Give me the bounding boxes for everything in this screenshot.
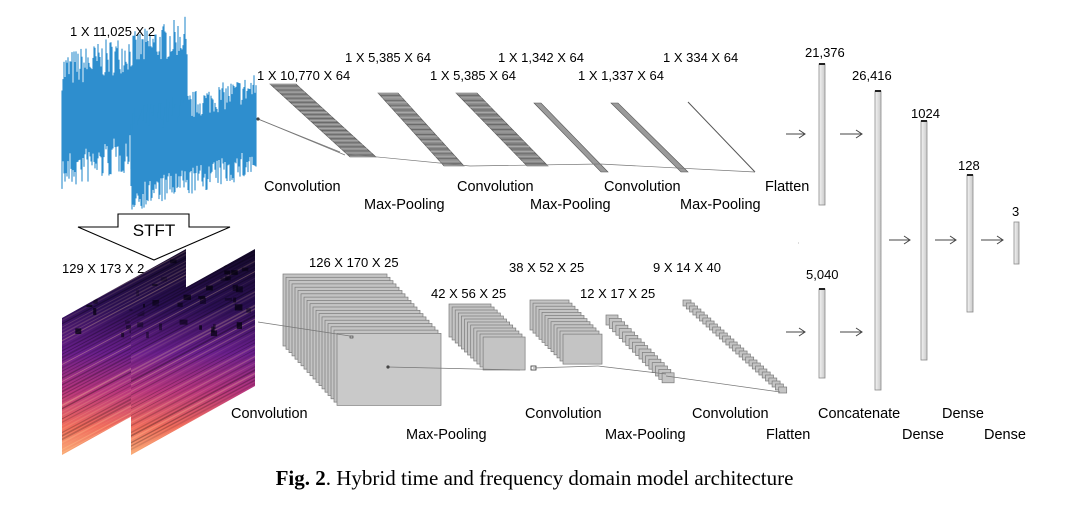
freq-dim-conv3: 9 X 14 X 40	[653, 260, 721, 275]
time-input-shape-label: 1 X 11,025 X 2	[70, 24, 155, 39]
time-op-convolution-3: Convolution	[604, 179, 681, 195]
spectrogram-input	[62, 249, 255, 455]
arrow-icon	[981, 235, 1004, 245]
arrow-icon	[786, 129, 806, 139]
arrow-icon	[840, 327, 863, 337]
arrow-icon	[889, 235, 911, 245]
time-op-max-pooling-2: Max-Pooling	[530, 197, 611, 213]
time-op-convolution-1: Convolution	[264, 179, 341, 195]
time-op-max-pooling-3: Max-Pooling	[680, 197, 761, 213]
freq-op-max-pooling-2: Max-Pooling	[605, 427, 686, 443]
freq-conv2-feature-stack	[529, 299, 603, 371]
freq-op-max-pooling-1: Max-Pooling	[406, 427, 487, 443]
head-op-dense-3: Dense	[984, 427, 1026, 443]
time-pool3-feature-map	[687, 101, 756, 173]
time-conv1-feature-map	[269, 83, 377, 158]
time-op-max-pooling-1: Max-Pooling	[364, 197, 445, 213]
time-op-flatten: Flatten	[765, 179, 809, 195]
waveform-panel-1	[61, 16, 188, 189]
dense3-vector	[1013, 221, 1020, 265]
dense2-size: 128	[958, 158, 980, 173]
time-receptive-field-marker	[256, 117, 260, 121]
time-pool2-feature-map	[533, 102, 609, 173]
freq-receptive-field-marker	[386, 365, 390, 369]
head-op-dense-1: Dense	[902, 427, 944, 443]
dense1-vector	[920, 120, 928, 361]
flow-arrows	[786, 129, 1004, 337]
freq-op-convolution-2: Convolution	[525, 406, 602, 422]
time-dim-pool3: 1 X 334 X 64	[663, 50, 738, 65]
dense1-size: 1024	[911, 106, 940, 121]
arrow-icon	[786, 327, 806, 337]
time-dim-pool2: 1 X 1,342 X 64	[498, 50, 584, 65]
freq-op-flatten: Flatten	[766, 427, 810, 443]
dense3-size: 3	[1012, 204, 1019, 219]
freq-dim-pool1: 42 X 56 X 25	[431, 286, 506, 301]
head-op-concatenate: Concatenate	[818, 406, 900, 422]
time-flatten-vector	[818, 63, 826, 206]
stft-label: STFT	[133, 221, 176, 240]
time-dim-conv2: 1 X 5,385 X 64	[430, 68, 516, 83]
freq-flatten-size: 5,040	[806, 267, 839, 282]
time-waveform-input	[61, 16, 257, 210]
time-dim-conv1: 1 X 10,770 X 64	[257, 68, 350, 83]
freq-conv3-feature-stack	[682, 299, 788, 394]
freq-dim-pool2: 12 X 17 X 25	[580, 286, 655, 301]
time-op-convolution-2: Convolution	[457, 179, 534, 195]
stft-arrow	[77, 213, 231, 261]
freq-dim-conv1: 126 X 170 X 25	[309, 255, 399, 270]
figure-caption: Fig. 2. Hybrid time and frequency domain…	[0, 466, 1069, 491]
freq-input-shape-label: 129 X 173 X 2	[62, 261, 144, 276]
waveform-panel-2	[130, 75, 257, 210]
figure-caption-text: . Hybrid time and frequency domain model…	[325, 466, 794, 490]
concat-vector	[874, 90, 882, 391]
freq-connection-lines	[257, 321, 781, 393]
concat-size: 26,416	[852, 68, 892, 83]
time-pool1-feature-map	[377, 92, 465, 167]
time-conv3-feature-map	[610, 102, 689, 173]
freq-pool2-feature-stack	[605, 314, 675, 384]
time-dim-pool1: 1 X 5,385 X 64	[345, 50, 431, 65]
time-conv2-feature-map	[455, 92, 549, 167]
freq-conv1-feature-stack	[282, 273, 442, 406]
time-dim-conv3: 1 X 1,337 X 64	[578, 68, 664, 83]
figure-label: Fig. 2	[275, 466, 326, 490]
freq-op-convolution-1: Convolution	[231, 406, 308, 422]
dense2-vector	[966, 174, 974, 313]
freq-dim-conv2: 38 X 52 X 25	[509, 260, 584, 275]
time-flatten-size: 21,376	[805, 45, 845, 60]
freq-op-convolution-3: Convolution	[692, 406, 769, 422]
time-connection-lines	[257, 118, 756, 173]
arrow-icon	[935, 235, 957, 245]
arrow-icon	[840, 129, 863, 139]
head-op-dense-2: Dense	[942, 406, 984, 422]
freq-pool1-feature-stack	[448, 303, 526, 371]
freq-flatten-vector	[818, 288, 826, 379]
